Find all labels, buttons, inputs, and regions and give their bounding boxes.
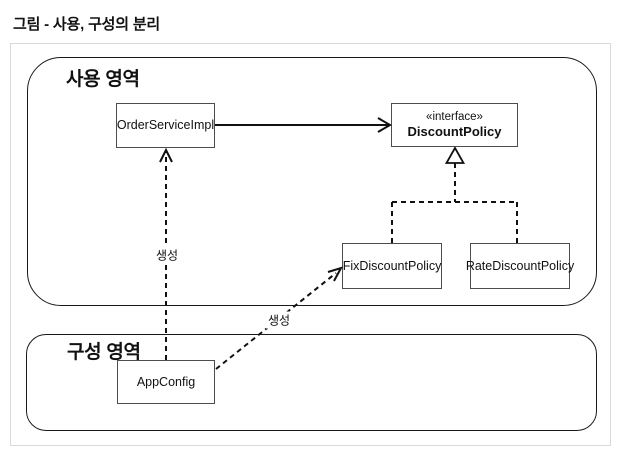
node-rate-discount-policy: RateDiscountPolicy: [466, 243, 574, 289]
node-discount-policy-stereotype: «interface»: [426, 110, 483, 123]
edge-label-create-fix: 생성: [265, 311, 293, 329]
node-discount-policy-label: DiscountPolicy: [407, 124, 502, 140]
node-discount-policy: «interface» DiscountPolicy: [391, 103, 518, 147]
figure-title: 그림 - 사용, 구성의 분리: [13, 16, 161, 33]
usage-region-label: 사용 영역: [66, 69, 140, 90]
config-region-label: 구성 영역: [67, 342, 141, 363]
node-fix-discount-policy-label: FixDiscountPolicy: [342, 258, 442, 273]
edge-label-create-order: 생성: [153, 246, 181, 264]
node-rate-discount-policy-label: RateDiscountPolicy: [465, 258, 575, 273]
node-order-service-impl-label: OrderServiceImpl: [116, 118, 215, 132]
node-app-config: AppConfig: [117, 360, 215, 404]
node-fix-discount-policy: FixDiscountPolicy: [342, 243, 442, 289]
node-app-config-label: AppConfig: [136, 374, 196, 389]
node-order-service-impl: OrderServiceImpl: [116, 103, 215, 148]
